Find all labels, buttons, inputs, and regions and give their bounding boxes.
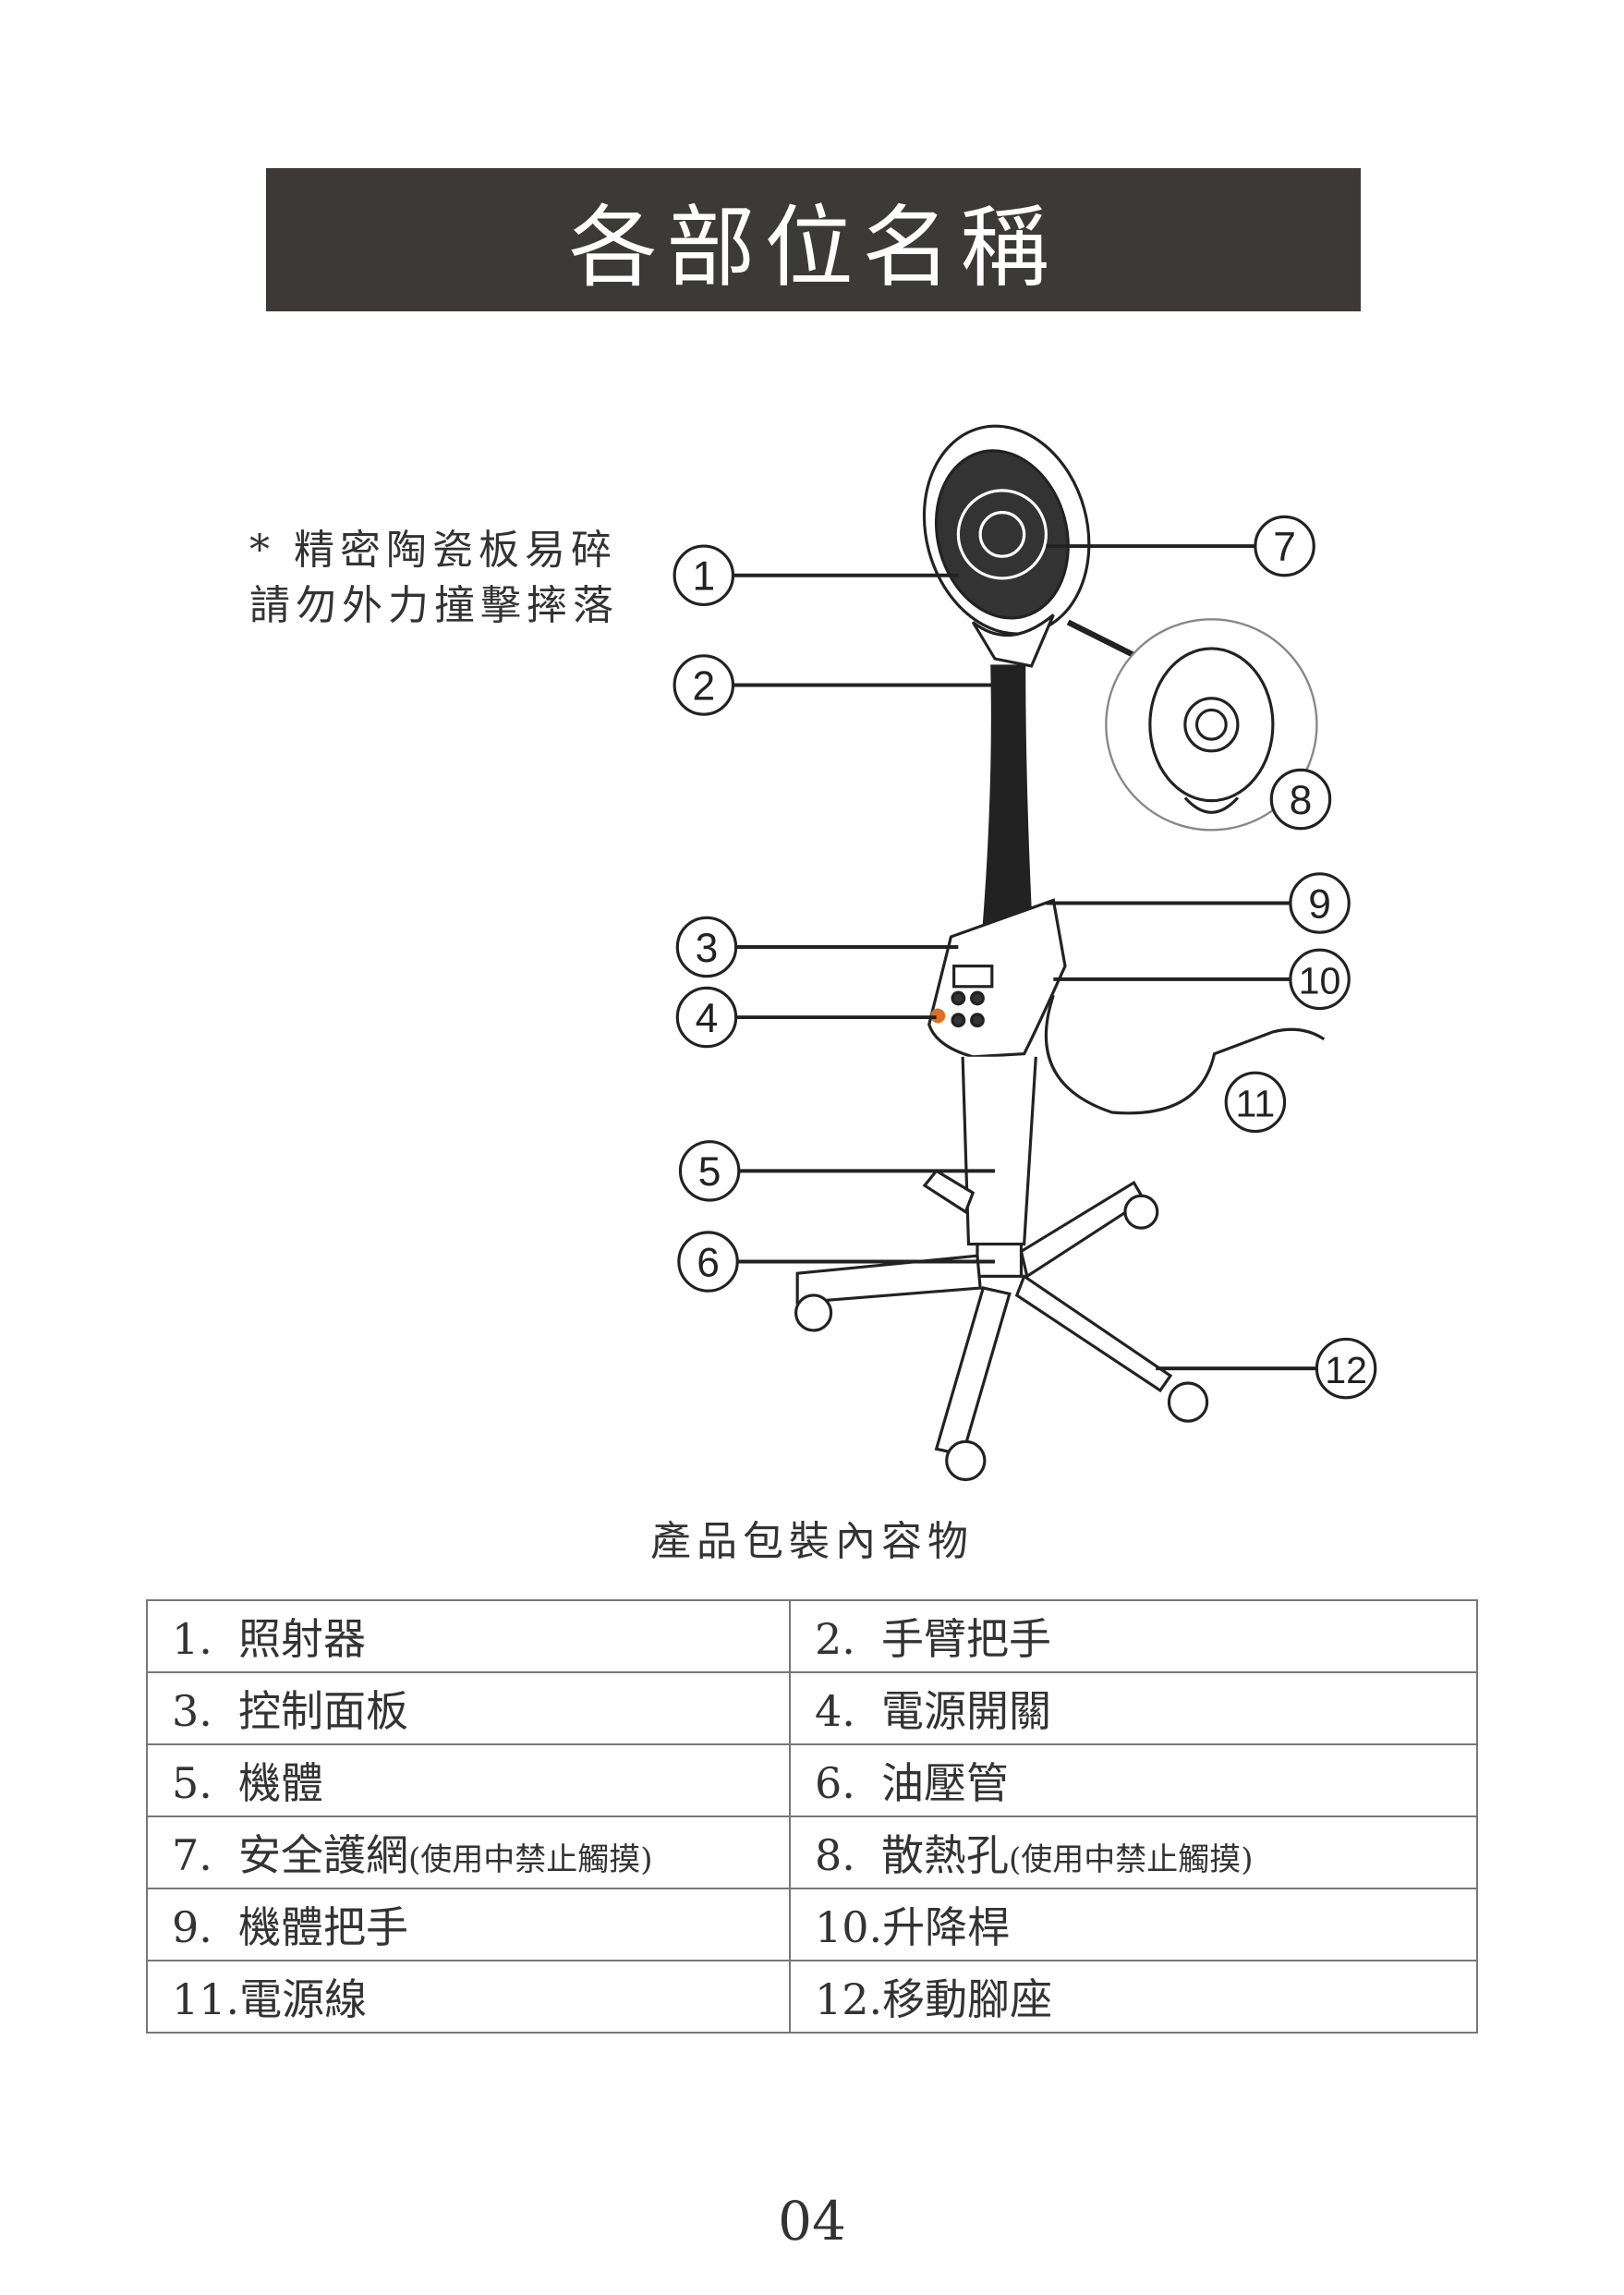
- table-row: 1. 照射器 2. 手臂把手: [146, 1599, 1478, 1673]
- svg-text:11: 11: [1236, 1083, 1276, 1125]
- part-cell: 4. 電源開關: [789, 1671, 1478, 1745]
- base-illustration: [794, 1169, 1209, 1482]
- callout-9: 9: [1289, 872, 1351, 934]
- part-label: 升降桿: [882, 1902, 1011, 1952]
- callout-2: 2: [673, 654, 735, 716]
- arm-illustration: [981, 664, 1034, 939]
- warning-line-2: 請勿外力撞擊摔落: [249, 582, 619, 629]
- part-cell: 5. 機體: [146, 1743, 791, 1817]
- part-number: 5.: [172, 1758, 212, 1808]
- part-number: 1.: [172, 1614, 212, 1664]
- table-row: 9. 機體把手 10.升降桿: [146, 1888, 1478, 1961]
- part-cell: 7. 安全護網(使用中禁止觸摸): [146, 1815, 791, 1889]
- part-label: 控制面板: [238, 1686, 408, 1736]
- svg-text:1: 1: [692, 554, 715, 600]
- part-cell: 10.升降桿: [789, 1888, 1478, 1961]
- callout-10: 10: [1289, 948, 1351, 1011]
- part-cell: 8. 散熱孔(使用中禁止觸摸): [789, 1815, 1478, 1889]
- callout-4: 4: [675, 986, 738, 1049]
- part-cell: 3. 控制面板: [146, 1671, 791, 1745]
- svg-text:7: 7: [1273, 525, 1296, 570]
- part-label: 手臂把手: [881, 1614, 1051, 1664]
- part-number: 4.: [815, 1686, 855, 1736]
- callout-11: 11: [1224, 1071, 1287, 1134]
- warning-line-1: * 精密陶瓷板易碎: [249, 527, 617, 574]
- part-label: 安全護網: [238, 1830, 408, 1880]
- callout-1: 1: [673, 544, 735, 606]
- heat-vent-detail-illustration: [1066, 618, 1318, 832]
- part-cell: 1. 照射器: [146, 1599, 791, 1673]
- part-label: 油壓管: [881, 1758, 1009, 1808]
- svg-text:12: 12: [1325, 1349, 1367, 1391]
- svg-text:6: 6: [697, 1240, 720, 1285]
- part-number: 2.: [815, 1614, 855, 1664]
- part-label: 照射器: [238, 1614, 366, 1664]
- package-contents-caption: 產品包裝內容物: [650, 1518, 974, 1565]
- part-label: 電源開關: [881, 1686, 1051, 1736]
- svg-text:4: 4: [696, 996, 719, 1041]
- callout-3: 3: [675, 916, 738, 978]
- part-label: 移動腳座: [882, 1974, 1053, 2024]
- callout-12: 12: [1315, 1337, 1377, 1400]
- svg-text:5: 5: [698, 1149, 721, 1195]
- part-cell: 6. 油壓管: [789, 1743, 1478, 1817]
- part-cell: 2. 手臂把手: [789, 1599, 1478, 1673]
- lamp-head-illustration: [922, 424, 1091, 668]
- table-row: 5. 機體 6. 油壓管: [146, 1743, 1478, 1817]
- part-number: 11.: [172, 1974, 240, 2024]
- svg-text:8: 8: [1290, 778, 1313, 823]
- page-title: 各部位名稱: [568, 196, 1059, 299]
- svg-text:2: 2: [692, 663, 715, 709]
- part-cell: 9. 機體把手: [146, 1888, 791, 1961]
- svg-text:3: 3: [696, 926, 719, 971]
- svg-text:9: 9: [1308, 881, 1331, 927]
- table-row: 7.安全護網(使用中禁止觸摸)8.散熱孔(使用中禁止觸摸): [146, 1815, 1478, 1889]
- callout-lines: [733, 544, 1317, 1371]
- part-label: 機體: [238, 1758, 323, 1808]
- part-number: 3.: [172, 1686, 212, 1736]
- part-number: 10.: [815, 1902, 883, 1952]
- callout-5: 5: [678, 1140, 741, 1202]
- part-note: (使用中禁止觸摸): [1009, 1841, 1254, 1878]
- page-number: 04: [778, 2190, 846, 2252]
- part-number: 6.: [815, 1758, 855, 1808]
- part-label: 散熱孔: [881, 1830, 1009, 1880]
- part-cell: 12.移動腳座: [789, 1960, 1478, 2034]
- title-banner: 各部位名稱: [266, 168, 1361, 311]
- part-number: 9.: [172, 1902, 212, 1952]
- callout-8: 8: [1269, 768, 1332, 831]
- table-row: 3. 控制面板 4. 電源開關: [146, 1671, 1478, 1745]
- part-label: 電源線: [239, 1974, 368, 2024]
- part-cell: 11.電源線: [146, 1960, 791, 2034]
- part-number: 8.: [815, 1830, 855, 1880]
- callout-7: 7: [1254, 515, 1315, 577]
- part-note: (使用中禁止觸摸): [408, 1841, 653, 1878]
- callout-6: 6: [677, 1231, 739, 1293]
- svg-text:10: 10: [1299, 960, 1341, 1002]
- part-number: 12.: [815, 1974, 883, 2024]
- part-label: 機體把手: [238, 1902, 408, 1952]
- part-number: 7.: [172, 1830, 212, 1880]
- warning-note: * 精密陶瓷板易碎 請勿外力撞擊摔落: [249, 523, 619, 634]
- body-illustration: [927, 898, 1326, 1278]
